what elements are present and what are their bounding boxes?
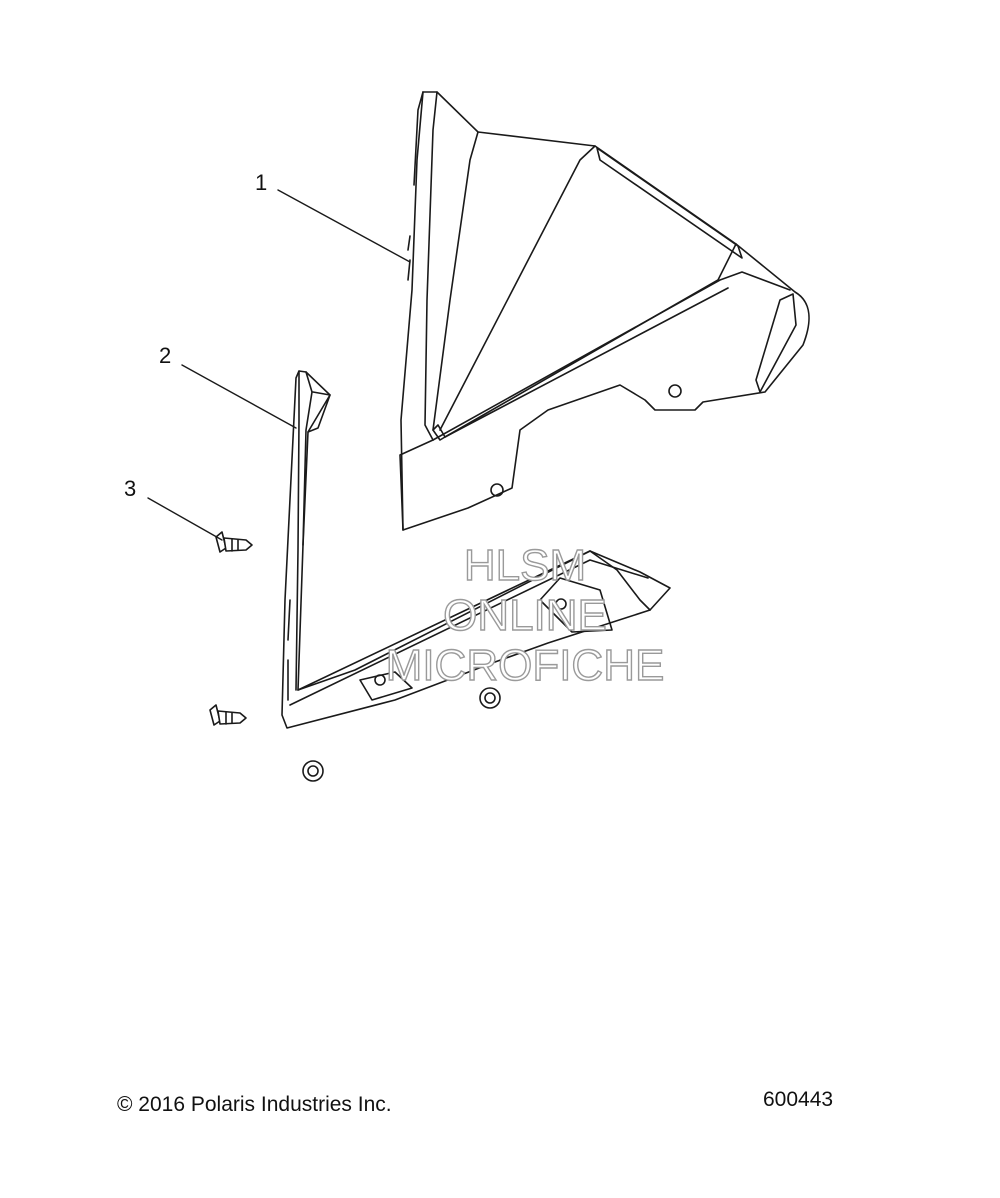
figure-number: 600443 [763,1088,834,1111]
callout-1: 1 [255,170,268,195]
leader-line-3 [147,497,223,541]
leader-line-1 [277,189,411,263]
callout-3: 3 [124,476,137,501]
copyright-text: © 2016 Polaris Industries Inc. [117,1093,392,1116]
leader-line-2 [181,364,297,429]
watermark-line-2: ONLINE [442,590,607,640]
callout-2: 2 [159,343,172,368]
watermark-line-3: MICROFICHE [385,640,665,690]
part-3-rivet-upper [215,531,253,553]
part-3-rivet-lower [209,704,247,726]
nut-fastener-right [479,687,501,709]
nut-fastener-left [302,760,324,782]
part-2-lower-panel [281,370,671,729]
watermark-line-1: HLSM [463,540,587,590]
part-1-windshield [399,91,810,531]
